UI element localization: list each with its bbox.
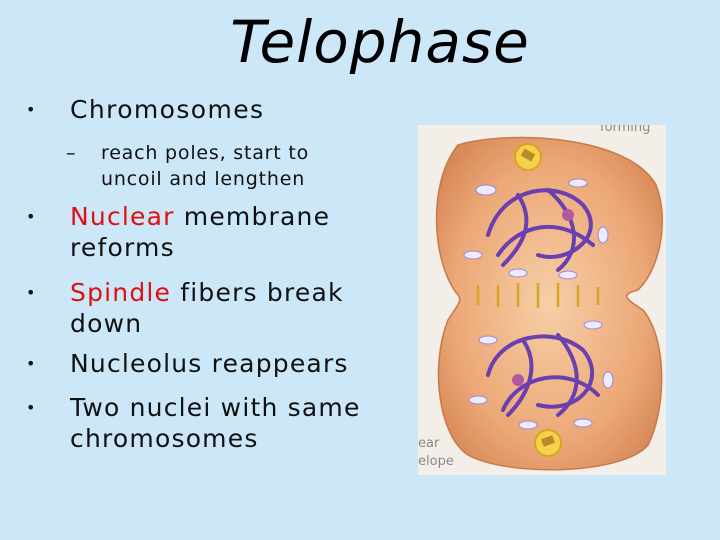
bullet-dot: • [26,207,37,226]
bullet-dot: • [26,354,37,373]
bullet-dot: • [26,283,37,302]
centrosome-top [514,143,542,171]
bullet-spindle-fibers: • Spindle fibers break down [26,277,386,339]
cell-membrane [435,136,663,471]
bottom-chromosomes [486,333,600,417]
bullet-chromosomes: • Chromosomes [26,94,386,125]
figure-label-elope: elope [418,454,454,469]
centrosome-bottom [534,429,562,457]
cell-drawing: forming ear elope [418,125,666,475]
bullet-two-nuclei: • Two nuclei with same chromosomes [26,392,386,454]
bullet-highlight: Nuclear [70,202,175,231]
bullet-dot: • [26,398,37,417]
bullet-text: membrane reforms [70,202,331,262]
bullet-text: Two nuclei with same chromosomes [70,393,361,453]
nucleolus-top [562,209,574,221]
bullet-text: Chromosomes [70,95,265,124]
bullet-dot: • [26,100,37,119]
envelope-fragments [463,178,614,430]
telophase-illustration: forming ear elope [418,125,666,475]
bullet-text: Nucleolus reappears [70,349,349,378]
sub-bullet-reach-poles: – reach poles, start to uncoil and lengt… [66,140,376,192]
bullet-text: fibers break down [70,278,344,338]
sub-bullet-text: reach poles, start to uncoil and lengthe… [101,142,310,190]
slide-title: Telophase [230,8,530,76]
bullet-highlight: Spindle [70,278,172,307]
spindle-remnants [476,283,600,308]
figure-label-ear: ear [418,436,440,451]
bullet-nuclear-membrane: • Nuclear membrane reforms [26,201,386,263]
bullet-nucleolus: • Nucleolus reappears [26,348,386,379]
sub-bullet-dash: – [66,142,77,164]
top-chromosomes [486,188,595,272]
figure-label-top: forming [600,125,650,135]
nucleolus-bottom [512,374,524,386]
